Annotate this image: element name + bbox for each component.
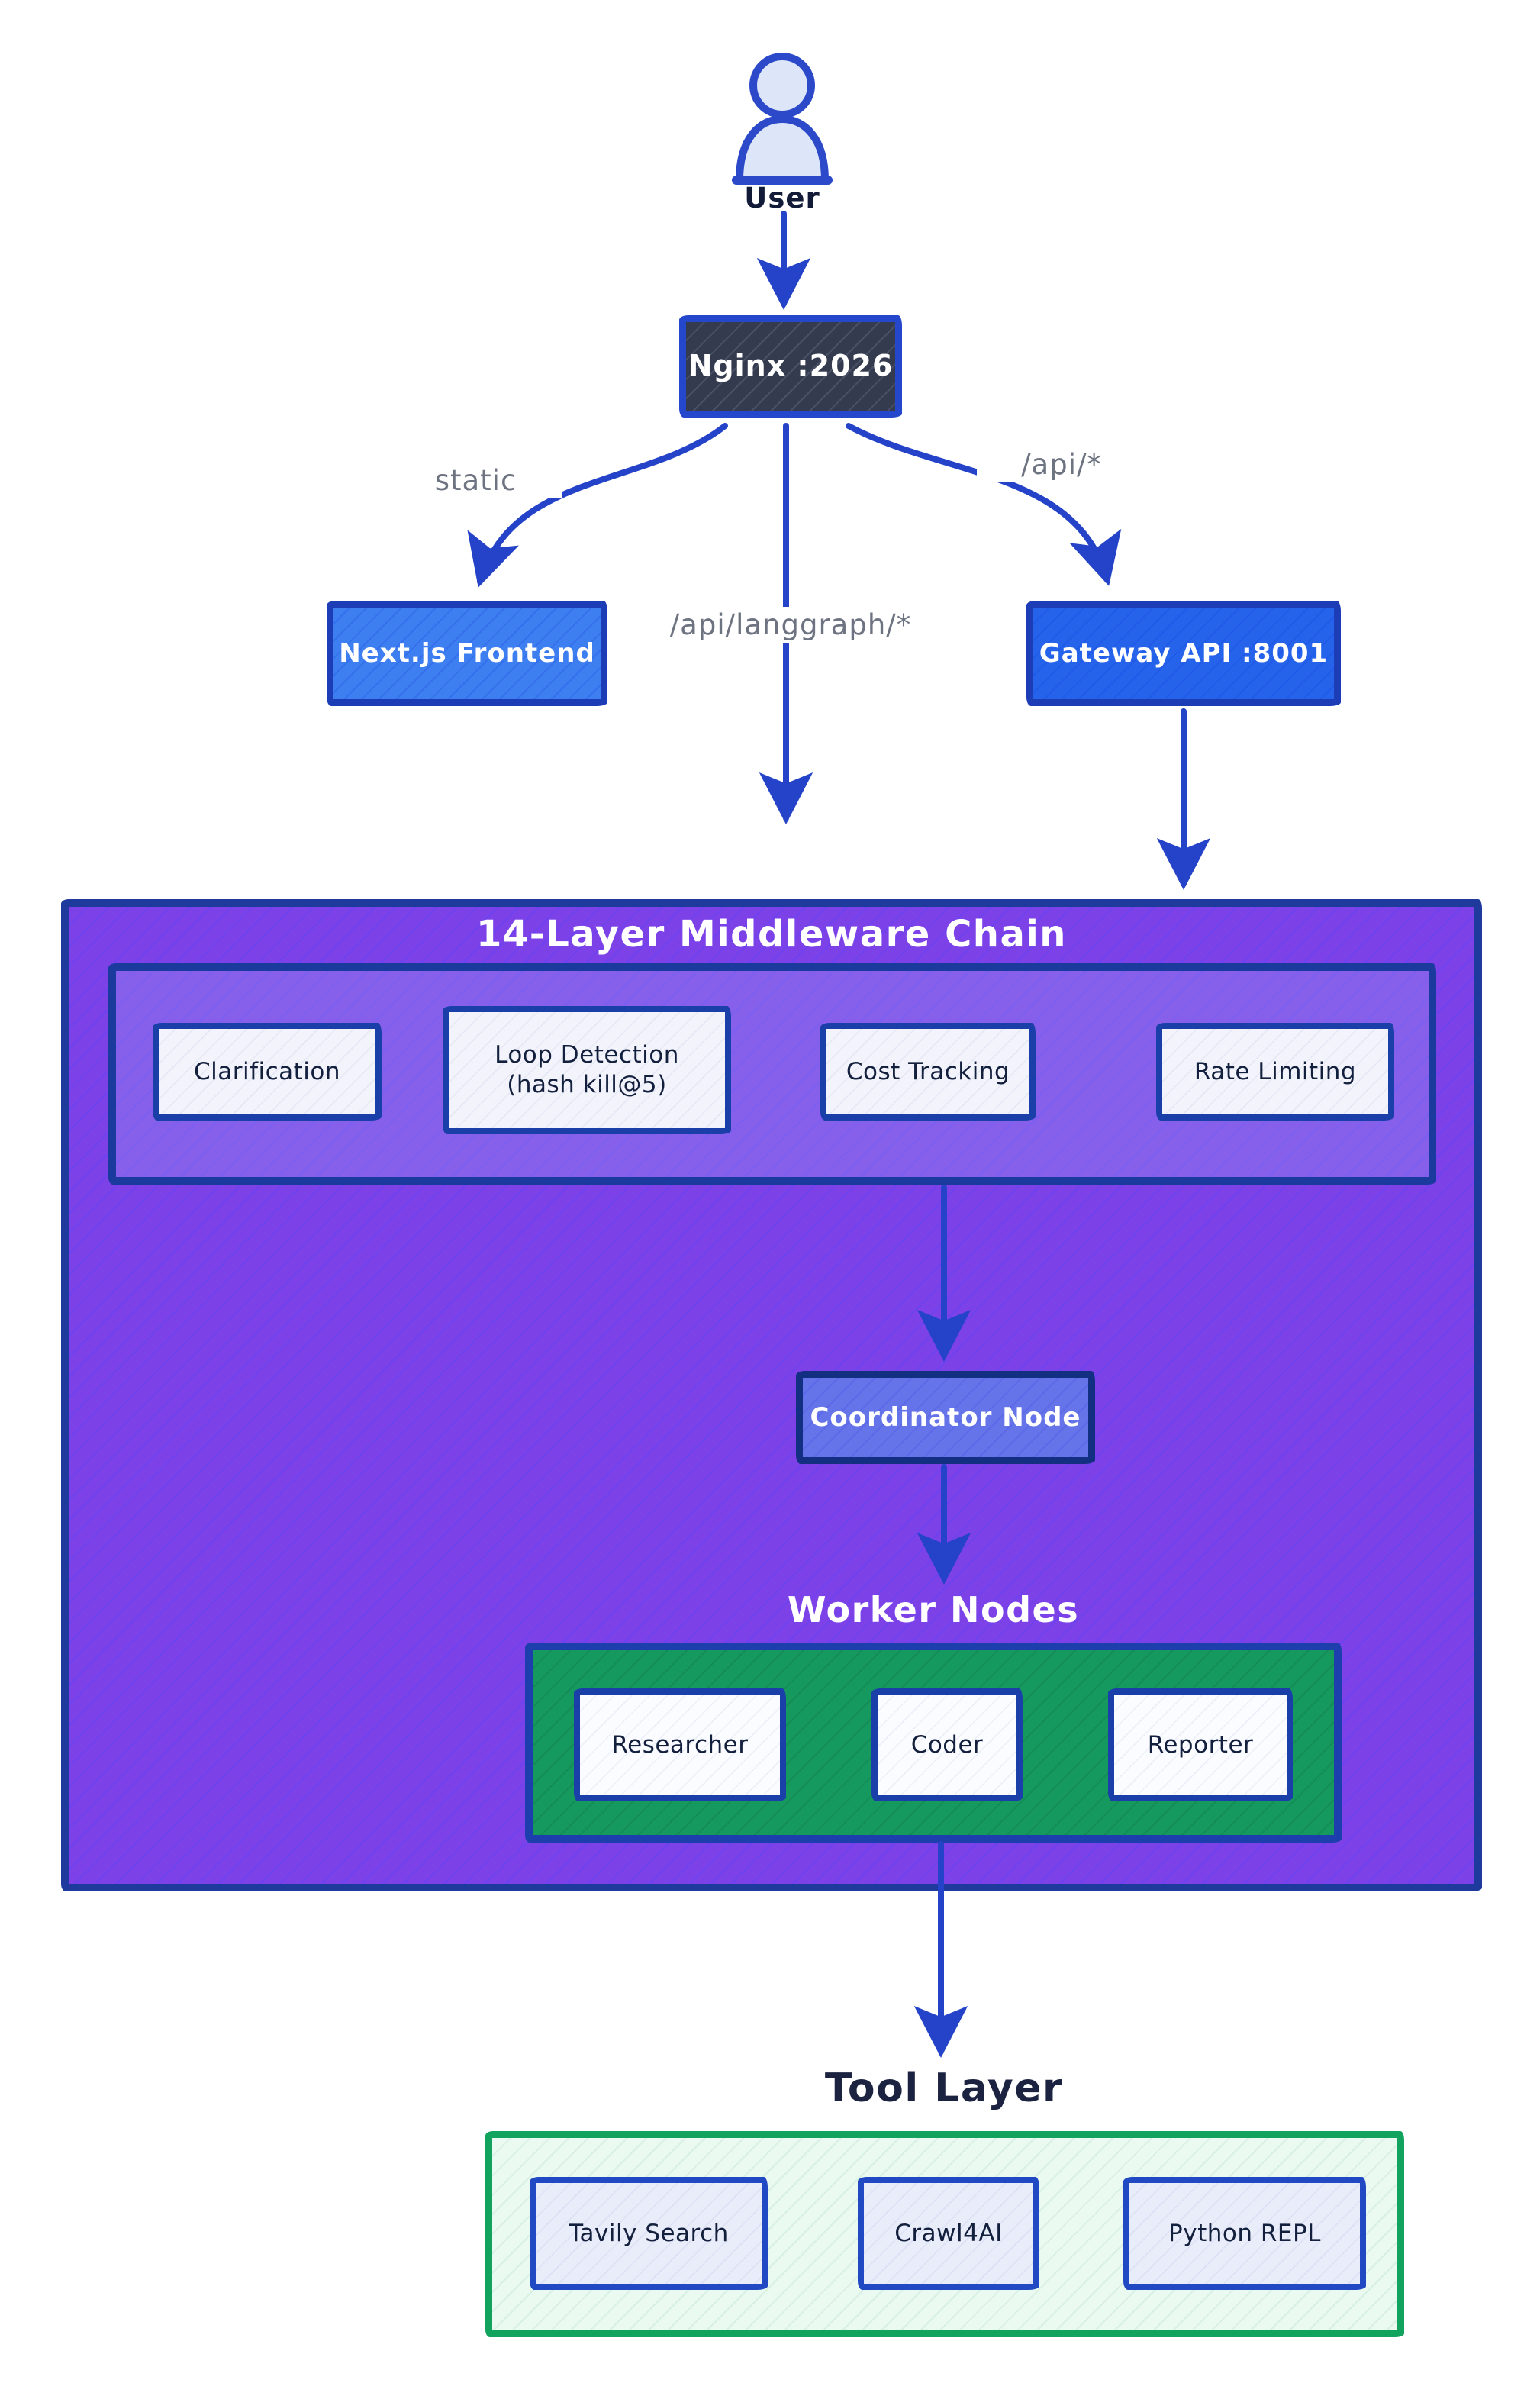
worker-label: Researcher bbox=[611, 1730, 749, 1759]
nginx-node: Nginx :2026 bbox=[679, 315, 902, 418]
edge-label-static: static bbox=[389, 463, 562, 498]
middleware-layer-loop-detection: Loop Detection (hash kill@5) bbox=[443, 1006, 731, 1134]
arrow-nginx-to-frontend bbox=[467, 423, 728, 588]
tool-label: Crawl4AI bbox=[894, 2219, 1003, 2247]
layer-label: Clarification bbox=[193, 1057, 341, 1085]
layer-label: Cost Tracking bbox=[846, 1057, 1010, 1085]
frontend-node: Next.js Frontend bbox=[327, 601, 607, 706]
worker-node-reporter: Reporter bbox=[1108, 1688, 1293, 1801]
tools-title: Tool Layer bbox=[824, 2065, 1064, 2111]
gateway-node: Gateway API :8001 bbox=[1026, 601, 1341, 706]
worker-node-coder: Coder bbox=[871, 1688, 1023, 1801]
tool-label: Tavily Search bbox=[569, 2219, 729, 2247]
middleware-layer-rate-limiting: Rate Limiting bbox=[1156, 1023, 1394, 1121]
user-label: User bbox=[744, 182, 820, 214]
coordinator-node: Coordinator Node bbox=[796, 1371, 1095, 1464]
edge-label-langgraph: /api/langgraph/* bbox=[640, 607, 942, 643]
layer-label: Rate Limiting bbox=[1194, 1057, 1357, 1085]
worker-node-researcher: Researcher bbox=[574, 1688, 786, 1801]
coordinator-label: Coordinator Node bbox=[810, 1401, 1081, 1433]
user-icon bbox=[732, 53, 833, 185]
gateway-label: Gateway API :8001 bbox=[1039, 637, 1329, 669]
user-figure bbox=[729, 46, 836, 185]
frontend-label: Next.js Frontend bbox=[339, 637, 595, 669]
worker-label: Reporter bbox=[1147, 1730, 1254, 1759]
middleware-title: 14-Layer Middleware Chain bbox=[476, 913, 1067, 956]
tool-label: Python REPL bbox=[1168, 2219, 1321, 2247]
layer-label: Loop Detection bbox=[495, 1041, 679, 1069]
tool-node-python-repl: Python REPL bbox=[1123, 2177, 1366, 2290]
tool-node-tavily-search: Tavily Search bbox=[530, 2177, 768, 2290]
edge-label-api: /api/* bbox=[977, 447, 1146, 482]
layer-sublabel: (hash kill@5) bbox=[507, 1071, 667, 1098]
workers-title: Worker Nodes bbox=[787, 1589, 1080, 1630]
middleware-layer-clarification: Clarification bbox=[153, 1023, 382, 1121]
middleware-layer-cost-tracking: Cost Tracking bbox=[820, 1023, 1036, 1121]
worker-label: Coder bbox=[910, 1730, 984, 1759]
nginx-label: Nginx :2026 bbox=[688, 349, 894, 383]
tool-node-crawl4ai: Crawl4AI bbox=[858, 2177, 1039, 2290]
